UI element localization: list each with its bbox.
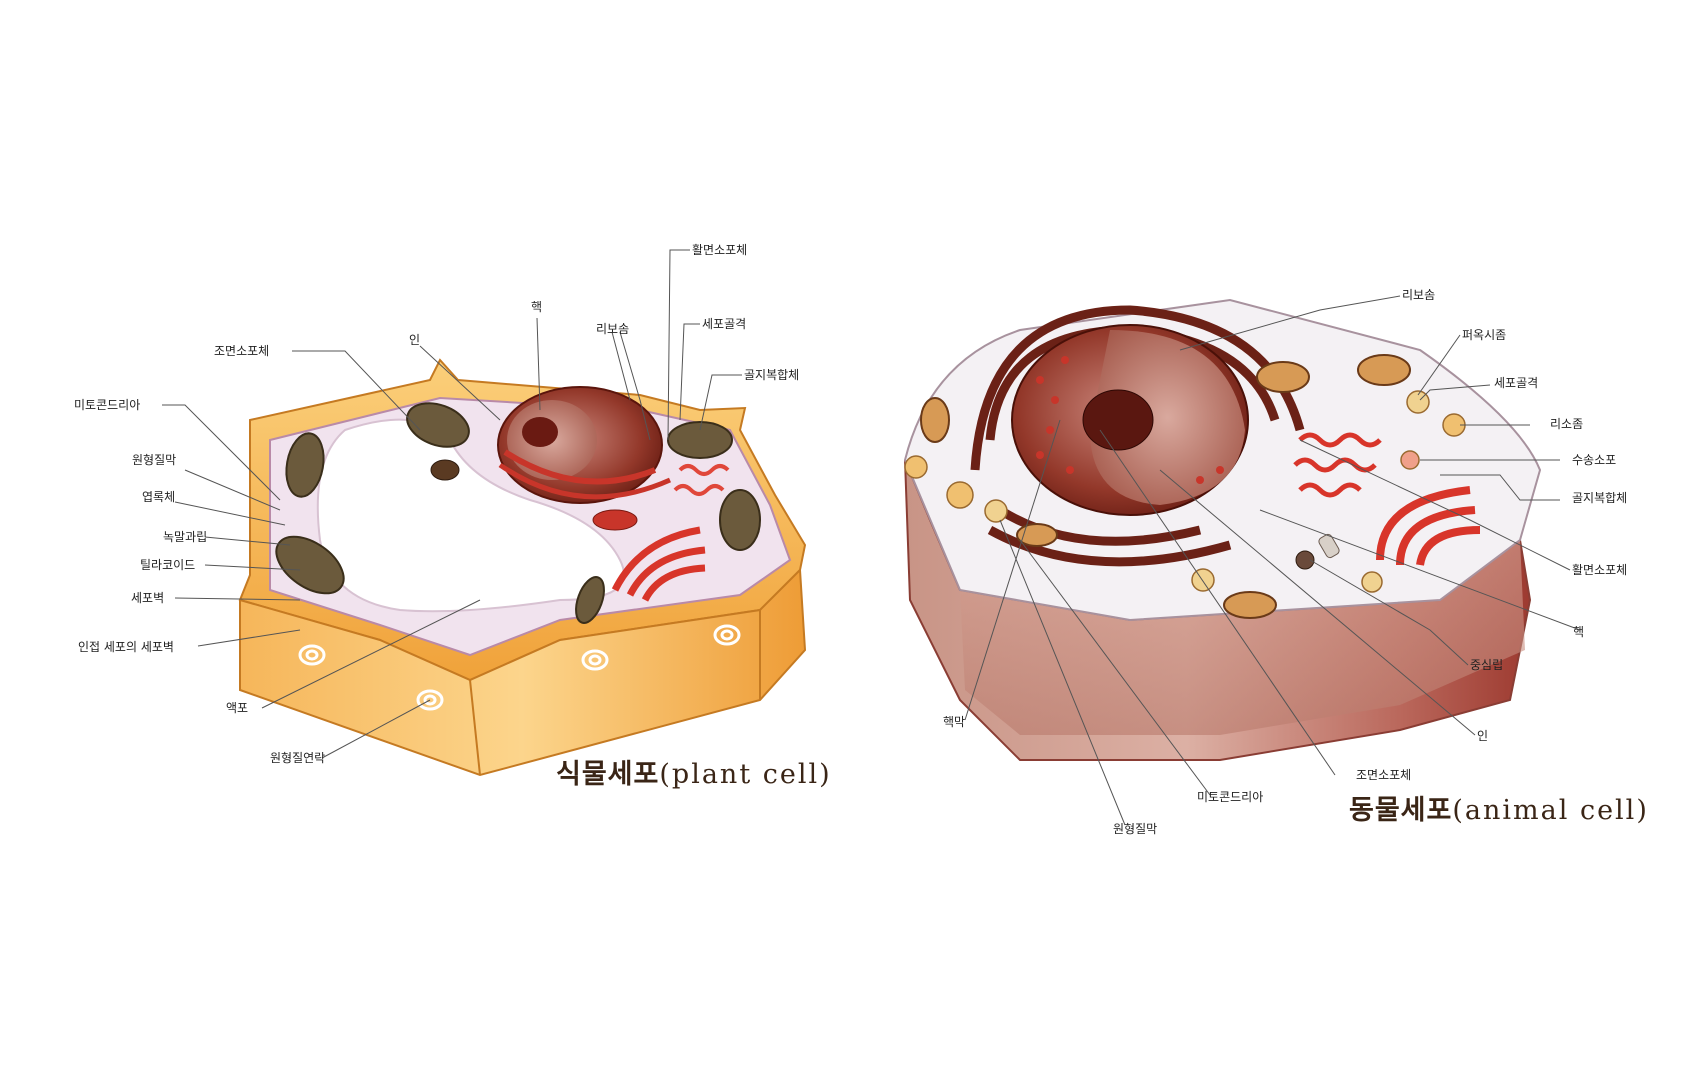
plant-smooth-er bbox=[673, 464, 730, 496]
plant-chloroplasts bbox=[275, 402, 761, 624]
animal-label-lysosome: 리소좀 bbox=[1550, 417, 1584, 431]
animal-leader-lines bbox=[964, 295, 1581, 826]
plant-cell-wall-front bbox=[239, 567, 807, 777]
animal-label-golgi: 골지복합체 bbox=[1572, 491, 1628, 505]
animal-label-nuclear-membrane: 핵막 bbox=[943, 715, 966, 729]
plant-golgi bbox=[611, 526, 706, 602]
plant-title-en: (plant cell) bbox=[659, 759, 832, 790]
animal-golgi bbox=[1376, 486, 1481, 566]
plant-title-ko: 식물세포 bbox=[556, 759, 660, 790]
animal-cell bbox=[903, 298, 1542, 761]
plant-plasmodesmata bbox=[298, 624, 741, 711]
animal-vesicles bbox=[904, 390, 1466, 593]
plant-label-chloroplast: 엽록체 bbox=[142, 490, 176, 504]
plant-mitochondrion bbox=[430, 459, 460, 481]
plant-cell bbox=[238, 358, 807, 777]
animal-title-en: (animal cell) bbox=[1452, 795, 1649, 826]
animal-label-centriole: 중심립 bbox=[1470, 658, 1504, 672]
plant-label-nucleus: 핵 bbox=[531, 300, 543, 314]
plant-label-cell-membrane: 원형질막 bbox=[132, 453, 177, 467]
plant-label-vacuole: 액포 bbox=[226, 701, 249, 715]
plant-label-rough-er: 조면소포체 bbox=[214, 344, 270, 358]
plant-nucleolus bbox=[522, 417, 558, 447]
animal-mitochondria bbox=[920, 354, 1411, 619]
animal-label-nucleus: 핵 bbox=[1573, 625, 1585, 639]
plant-cell-title: 식물세포(plant cell) bbox=[556, 752, 832, 791]
animal-label-transport-vesicle: 수송소포 bbox=[1572, 453, 1617, 467]
animal-centriole bbox=[1295, 533, 1340, 570]
animal-label-ribosome: 리보솜 bbox=[1402, 288, 1436, 302]
plant-label-cell-wall: 세포벽 bbox=[131, 591, 165, 605]
plant-label-cytoskeleton: 세포골격 bbox=[702, 317, 747, 331]
plant-label-adjacent-wall: 인접 세포의 세포벽 bbox=[78, 640, 174, 654]
animal-label-mitochondria: 미토콘드리아 bbox=[1197, 790, 1264, 804]
animal-label-nucleolus: 인 bbox=[1477, 729, 1489, 743]
animal-label-smooth-er: 활면소포체 bbox=[1572, 563, 1628, 577]
animal-label-cell-membrane: 원형질막 bbox=[1113, 822, 1158, 836]
plant-label-nucleolus: 인 bbox=[409, 333, 421, 347]
animal-nucleolus bbox=[1082, 389, 1154, 451]
plant-label-golgi: 골지복합체 bbox=[744, 368, 800, 382]
animal-cell-title: 동물세포(animal cell) bbox=[1349, 788, 1649, 827]
plant-leader-lines bbox=[162, 249, 742, 759]
plant-label-thylakoid: 틸라코이드 bbox=[140, 558, 196, 572]
animal-title-ko: 동물세포 bbox=[1349, 795, 1453, 826]
plant-label-grana: 녹말과립 bbox=[163, 530, 208, 544]
plant-label-smooth-er: 활면소포체 bbox=[692, 243, 748, 257]
animal-ribosomes bbox=[1036, 356, 1224, 484]
animal-label-peroxisome: 퍼옥시좀 bbox=[1462, 328, 1507, 342]
plant-label-mitochondria: 미토콘드리아 bbox=[74, 398, 141, 412]
animal-label-rough-er: 조면소포체 bbox=[1356, 768, 1412, 782]
plant-label-plasmodesmata: 원형질연락 bbox=[270, 751, 326, 765]
animal-label-cytoskeleton: 세포골격 bbox=[1494, 376, 1539, 390]
plant-label-ribosome: 리보솜 bbox=[596, 322, 630, 336]
